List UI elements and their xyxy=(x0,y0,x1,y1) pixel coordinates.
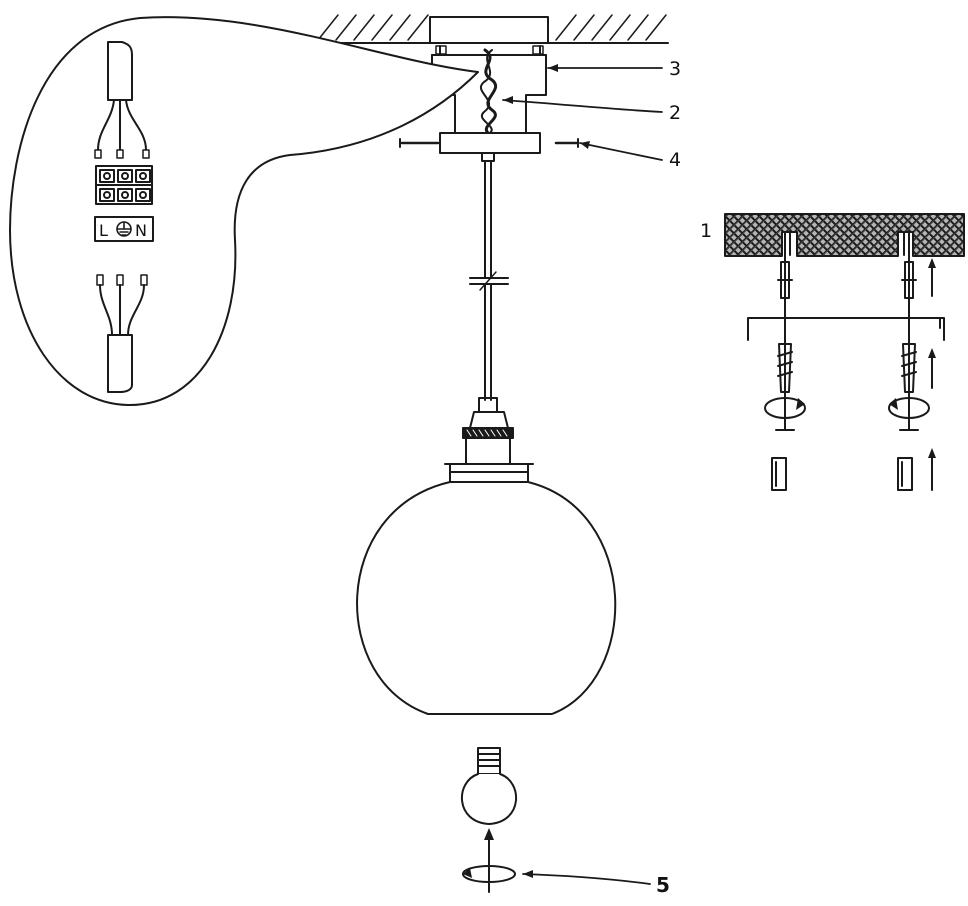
terminal-label-live: L xyxy=(99,221,108,240)
lamp-socket xyxy=(444,397,534,483)
callout-leaders xyxy=(502,67,663,885)
callout-3: 3 xyxy=(669,58,681,80)
pendant-rod xyxy=(469,152,509,401)
wiring-detail-bubble: L N xyxy=(9,16,479,406)
callout-4: 4 xyxy=(669,149,681,171)
rotate-arrow-icon xyxy=(462,865,516,883)
terminal-block xyxy=(95,165,153,205)
callout-1: 1 xyxy=(700,220,712,242)
mounting-bracket-detail xyxy=(724,213,965,491)
glass-globe-shade xyxy=(356,481,617,715)
light-bulb xyxy=(461,747,517,825)
screw-rotate-arrow-icon xyxy=(764,397,930,419)
terminal-label-neutral: N xyxy=(135,221,147,240)
callout-2: 2 xyxy=(669,102,681,124)
callout-arrowheads xyxy=(503,64,590,878)
earth-icon xyxy=(116,221,132,237)
callout-5: 5 xyxy=(656,873,670,897)
ceiling xyxy=(309,14,669,44)
